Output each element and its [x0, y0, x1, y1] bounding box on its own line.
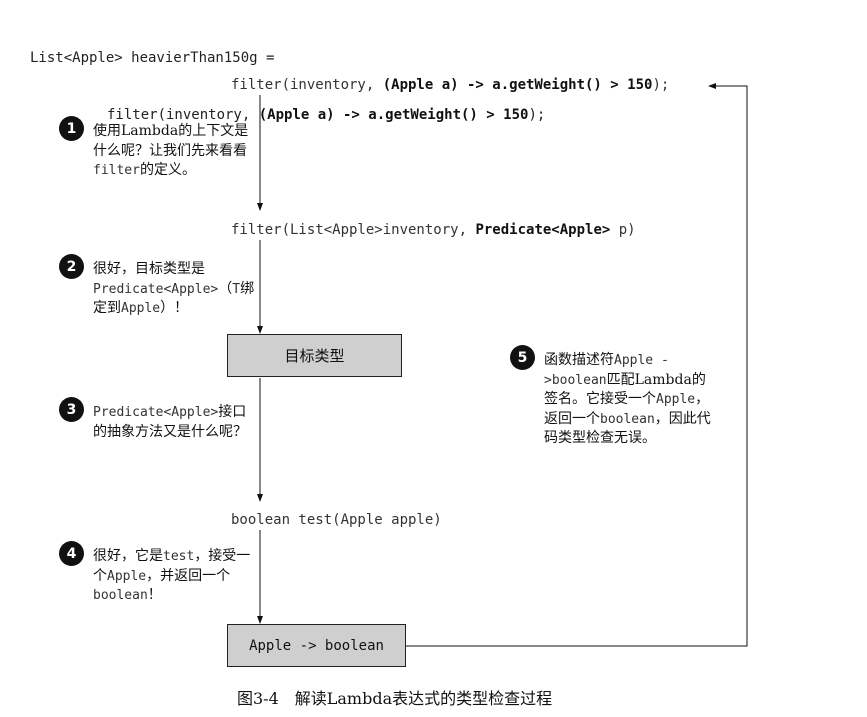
- step-number-1: 1: [59, 116, 84, 141]
- code-line-2: filter(inventory, (Apple a) -> a.getWeig…: [107, 107, 546, 123]
- step-1: 1 使用Lambda的上下文是什么呢？让我们先来看看filter的定义。: [59, 116, 249, 181]
- step-2-text: 很好，目标类型是Predicate<Apple>（T绑定到Apple）！: [93, 261, 255, 316]
- figure-caption: 图3-4 解读Lambda表达式的类型检查过程: [237, 689, 553, 708]
- step-5-text: 函数描述符Apple ->boolean匹配Lambda的签名。它接受一个App…: [544, 352, 711, 446]
- step-number-3: 3: [59, 397, 84, 422]
- code-line-1: List<Apple> heavierThan150g =: [30, 50, 275, 66]
- step-4-text: 很好，它是test，接受一个Apple，并返回一个boolean！: [93, 548, 251, 603]
- step-number-2: 2: [59, 254, 84, 279]
- code-filter-declaration: filter(List<Apple>inventory, Predicate<A…: [231, 222, 636, 238]
- target-type-box: 目标类型: [227, 334, 402, 377]
- step-number-5: 5: [510, 345, 535, 370]
- step-5: 5 函数描述符Apple ->boolean匹配Lambda的签名。它接受一个A…: [510, 345, 715, 449]
- step-4: 4 很好，它是test，接受一个Apple，并返回一个boolean！: [59, 541, 257, 606]
- code-filter-call: filter(inventory, (Apple a) -> a.getWeig…: [231, 77, 670, 93]
- step-3: 3 Predicate<Apple>接口的抽象方法又是什么呢？: [59, 397, 257, 442]
- code-declaration: List<Apple> heavierThan150g = filter(inv…: [30, 11, 545, 144]
- step-3-text: Predicate<Apple>接口的抽象方法又是什么呢？: [93, 404, 247, 440]
- feedback-arrow: [406, 83, 748, 647]
- step-number-4: 4: [59, 541, 84, 566]
- code-test-method: boolean test(Apple apple): [231, 512, 442, 528]
- step-1-text: 使用Lambda的上下文是什么呢？让我们先来看看filter的定义。: [93, 123, 249, 178]
- step-2: 2 很好，目标类型是Predicate<Apple>（T绑定到Apple）！: [59, 254, 257, 319]
- result-box: Apple -> boolean: [227, 624, 406, 667]
